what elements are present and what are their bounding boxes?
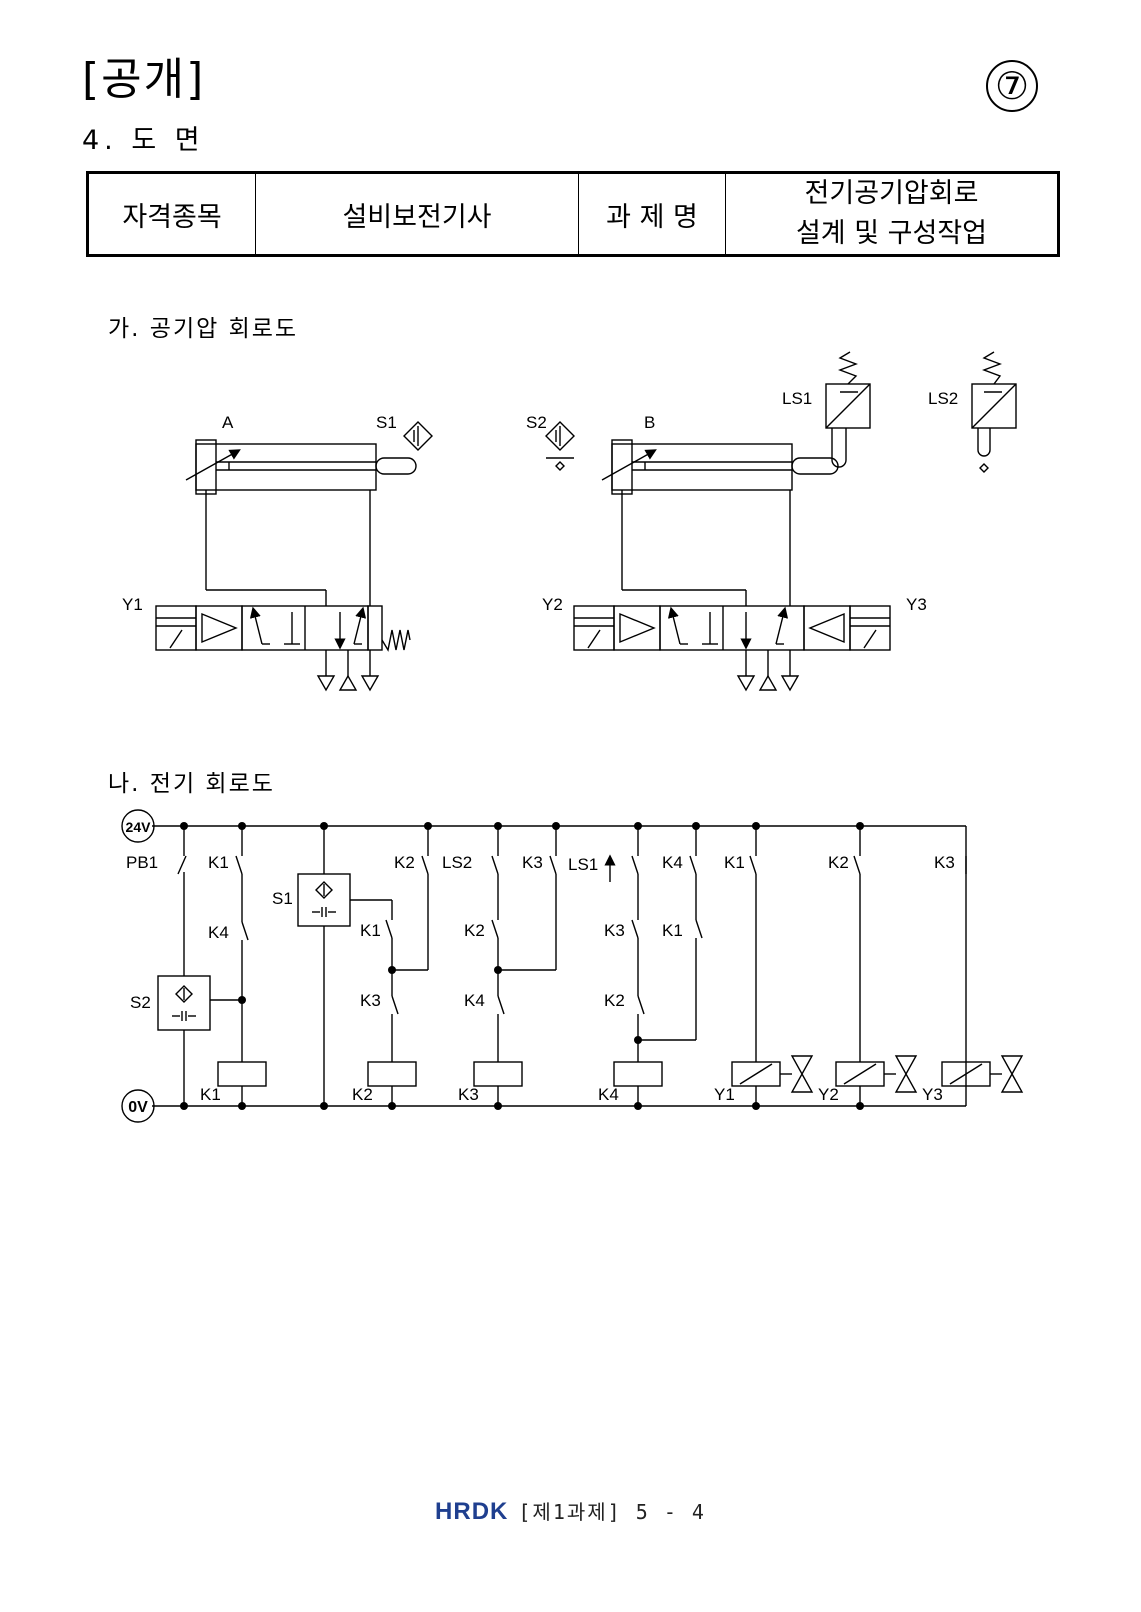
label-c4-coil: K3 <box>458 1085 479 1104</box>
valve-2 <box>573 605 891 692</box>
field-label: 자격종목 <box>87 172 256 256</box>
coil-k1 <box>217 1061 267 1087</box>
label-y1: Y1 <box>122 595 143 614</box>
solenoid-y3 <box>941 856 1024 1093</box>
sensor-s1 <box>403 421 433 451</box>
label-c4-k2: K2 <box>464 921 485 940</box>
label-0v: 0V <box>128 1099 148 1116</box>
label-24v: 24V <box>126 819 152 835</box>
label-pb1: PB1 <box>126 853 158 872</box>
electric-title: 나. 전기 회로도 <box>108 771 275 797</box>
label-y2: Y2 <box>542 595 563 614</box>
cylinder-b <box>601 439 839 606</box>
task-label: 과 제 명 <box>578 172 726 256</box>
label-c2-s1: S1 <box>272 889 293 908</box>
label-c3-k1: K1 <box>360 921 381 940</box>
sensor-s2-box <box>157 975 211 1031</box>
label-c1-coil: K1 <box>200 1085 221 1104</box>
label-s2: S2 <box>526 413 547 432</box>
hrdk-logo: HRDK <box>435 1498 509 1525</box>
limit-switch-ls1 <box>825 351 871 468</box>
section-title: 4. 도 면 <box>82 125 205 156</box>
label-c5-k4: K4 <box>662 853 683 872</box>
label-c5-coil: K4 <box>598 1085 619 1104</box>
page-number: [제1과제] 5 - 4 <box>518 1500 706 1524</box>
task-value-line2: 설계 및 구성작업 <box>795 218 988 249</box>
junction-dots <box>180 822 864 1110</box>
info-table: 자격종목 설비보전기사 과 제 명 전기공기압회로 설계 및 구성작업 <box>86 171 1060 257</box>
label-c7-y2: Y2 <box>818 1085 839 1104</box>
label-c8-y3: Y3 <box>922 1085 943 1104</box>
field-value: 설비보전기사 <box>255 172 579 256</box>
label-c4-k3: K3 <box>522 853 543 872</box>
label-ls1: LS1 <box>782 389 812 408</box>
label-c3-k2: K2 <box>394 853 415 872</box>
label-c5-k3: K3 <box>604 921 625 940</box>
label-cylinder-b: B <box>644 413 655 432</box>
label-y3: Y3 <box>906 595 927 614</box>
label-c7-k2: K2 <box>828 853 849 872</box>
label-c1-k1: K1 <box>208 853 229 872</box>
coil-k3 <box>473 1061 523 1087</box>
label-c4-ls2: LS2 <box>442 853 472 872</box>
coil-k2 <box>367 1061 417 1087</box>
page-footer: HRDK [제1과제] 5 - 4 <box>0 1496 1141 1526</box>
cylinder-a <box>185 439 417 606</box>
label-s1: S1 <box>376 413 397 432</box>
valve-1 <box>155 605 411 692</box>
label-ls2: LS2 <box>928 389 958 408</box>
label-c3-coil: K2 <box>352 1085 373 1104</box>
coil-k4 <box>613 1061 663 1087</box>
label-c3-k3: K3 <box>360 991 381 1010</box>
solenoid-y2 <box>835 826 918 1106</box>
label-c5-k1: K1 <box>662 921 683 940</box>
label-c4-k4: K4 <box>464 991 485 1010</box>
label-c1-s2: S2 <box>130 993 151 1012</box>
label-c5-k2: K2 <box>604 991 625 1010</box>
label-c5-ls1: LS1 <box>568 855 598 874</box>
sensor-s2 <box>545 421 575 471</box>
public-label: [공개] <box>82 54 206 105</box>
label-c8-k3: K3 <box>934 853 955 872</box>
label-c1-k4: K4 <box>208 923 229 942</box>
pneumatic-title: 가. 공기압 회로도 <box>108 316 299 342</box>
label-c6-k1: K1 <box>724 853 745 872</box>
pneumatic-circuit <box>155 351 1017 692</box>
page-marker: ⑦ <box>986 60 1038 112</box>
label-c6-y1: Y1 <box>714 1085 735 1104</box>
limit-switch-ls2 <box>971 351 1017 473</box>
task-value: 전기공기압회로 설계 및 구성작업 <box>725 172 1059 256</box>
task-value-line1: 전기공기압회로 <box>804 178 979 209</box>
label-cylinder-a: A <box>222 413 234 432</box>
terminal-24v <box>121 809 155 843</box>
terminal-0v <box>121 1089 155 1123</box>
